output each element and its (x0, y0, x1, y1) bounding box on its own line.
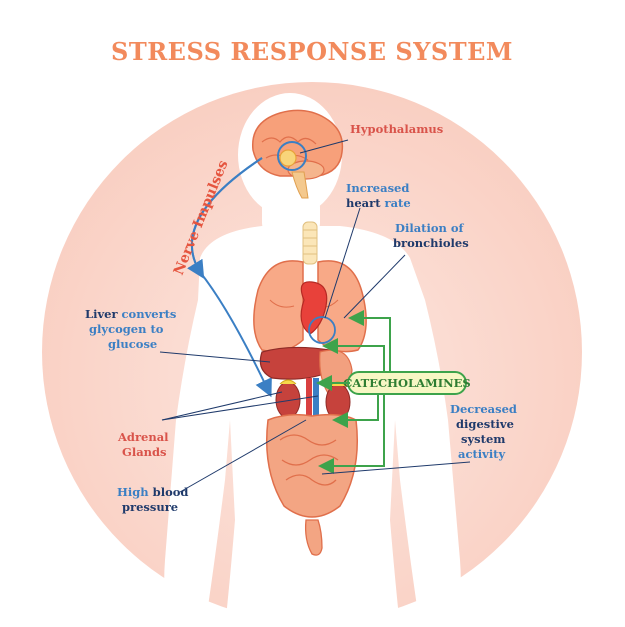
bp-leader-line (179, 419, 307, 493)
label-high-word: High (117, 485, 149, 499)
label-adrenal-2: Glands (122, 445, 167, 459)
label-digest-3: system (461, 432, 505, 446)
label-bp-2: pressure (122, 500, 178, 514)
page-title: STRESS RESPONSE SYSTEM (111, 37, 513, 66)
hypothalamus-highlight-ring (277, 141, 307, 171)
label-digest-4: activity (458, 447, 505, 461)
adrenal-leader-line-2 (161, 395, 319, 421)
label-heart-rate-2: heart rate (346, 196, 411, 210)
label-adrenal-1: Adrenal (117, 430, 169, 444)
label-catecholamines: CATECHOLAMINES (343, 376, 471, 390)
catecholamine-arrows (316, 310, 391, 474)
label-liver-1: Liver converts (85, 307, 176, 321)
label-heart-word: heart (346, 196, 381, 210)
label-liver-2: glycogen to (89, 322, 164, 336)
label-liver-3: glucose (108, 337, 157, 351)
hypothalamus-leader-line (299, 139, 349, 154)
label-digest-2: digestive (456, 417, 514, 431)
trachea (302, 221, 318, 265)
label-hypothalamus: Hypothalamus (350, 122, 443, 136)
label-converts-word: converts (122, 307, 177, 321)
kidneys-adrenal (275, 378, 351, 436)
label-bronch-2: bronchioles (393, 236, 469, 250)
heart-rate-leader-line (324, 207, 361, 319)
label-digest-1: Decreased (450, 402, 517, 416)
bronchioles-leader-line (343, 254, 406, 319)
label-bp-1: High blood (117, 485, 188, 499)
adrenal-leader-line-1 (161, 391, 283, 421)
liver-leader-line (159, 351, 271, 363)
nerve-impulse-arrow-upper (187, 157, 263, 279)
label-heart-rate-1: Increased (346, 181, 409, 195)
label-rate-word: rate (385, 196, 411, 210)
label-bronch-1: Dilation of (395, 221, 465, 235)
label-blood-word: blood (153, 485, 189, 499)
label-liver-word: Liver (85, 307, 118, 321)
intestines (265, 413, 359, 556)
heart (300, 281, 336, 344)
digestive-leader-line (321, 461, 471, 475)
lungs (253, 260, 367, 353)
